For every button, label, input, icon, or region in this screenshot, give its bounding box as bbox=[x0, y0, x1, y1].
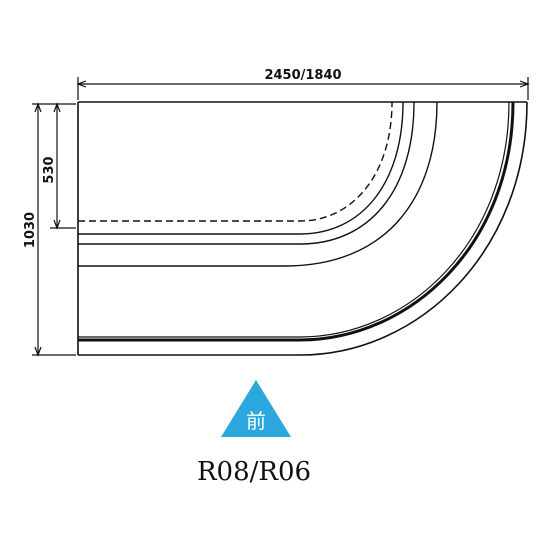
height-dimension-label: 1030 bbox=[23, 212, 38, 248]
width-dimension-label: 2450/1840 bbox=[264, 68, 341, 83]
front-marker-label: 前 bbox=[246, 409, 266, 433]
height-dimension bbox=[32, 102, 76, 357]
model-code: R08/R06 bbox=[197, 457, 311, 487]
counter-outline bbox=[77, 101, 528, 356]
inner-depth-dimension bbox=[50, 102, 76, 230]
width-dimension bbox=[76, 77, 530, 100]
inner-depth-dimension-label: 530 bbox=[42, 156, 57, 183]
front-marker-triangle bbox=[221, 380, 291, 437]
